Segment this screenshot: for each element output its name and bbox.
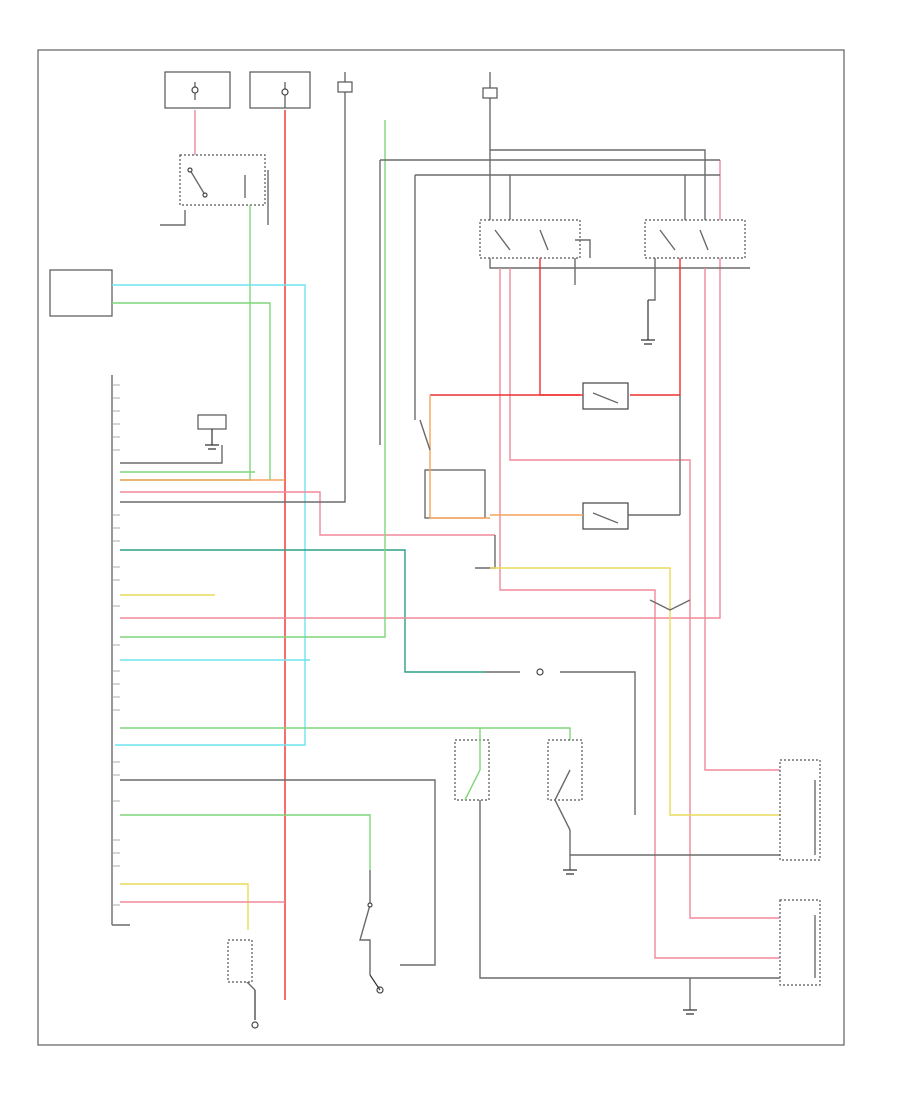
door-lock-switch-left bbox=[454, 728, 490, 801]
liftgate-lock-actuator bbox=[582, 502, 629, 530]
front-door-lock-switch bbox=[779, 759, 821, 861]
ground-g2 bbox=[683, 978, 697, 1015]
key-in-ignition-switch bbox=[359, 870, 384, 994]
hot-at-all-times-fuse bbox=[164, 71, 231, 109]
generic-electronic-module bbox=[111, 375, 130, 926]
hot-in-run-fuse-right bbox=[482, 72, 498, 115]
ignition-switch bbox=[179, 154, 266, 206]
wiper-motor-relay-right bbox=[644, 219, 746, 259]
door-ajar-switch bbox=[227, 939, 259, 1029]
wiper-motor-relay-left bbox=[479, 219, 591, 259]
door-lock-switch-right bbox=[547, 739, 583, 831]
rear-door-lock-switch bbox=[779, 899, 821, 986]
front-door-lock-motor bbox=[582, 382, 629, 410]
ground-g1 bbox=[197, 414, 227, 450]
data-link-connector bbox=[49, 269, 113, 317]
splice-junction bbox=[485, 668, 636, 815]
diagram-frame bbox=[37, 49, 845, 1046]
hot-in-run-fuse-left bbox=[337, 72, 353, 110]
battery-junction-box bbox=[249, 71, 311, 109]
